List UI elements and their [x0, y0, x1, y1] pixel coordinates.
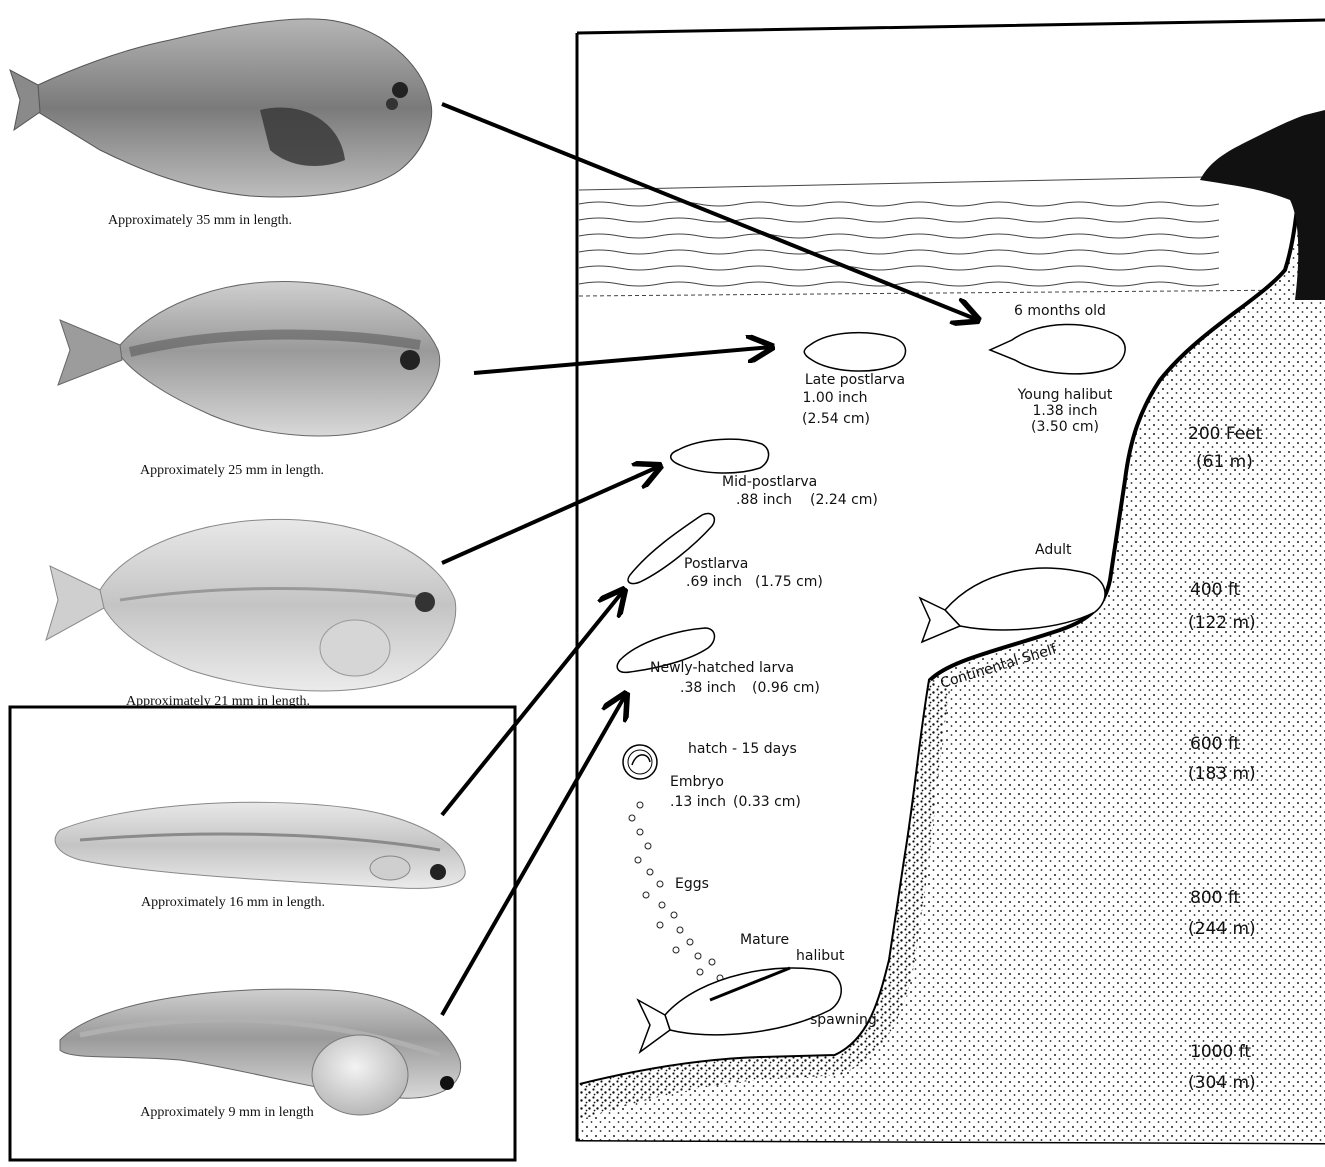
depth-1000-feet: 1000 ft: [1190, 1042, 1251, 1062]
mature-label-1: Mature: [740, 932, 789, 948]
embryo-drawing: [623, 745, 657, 779]
larval-photo-column: Approximately 35 mm in length. Approxima…: [10, 19, 515, 1160]
mid-postlarva-size-in: .88 inch: [736, 492, 792, 508]
postlarva-size-in: .69 inch: [686, 574, 742, 590]
late-postlarva-drawing: [804, 333, 905, 371]
spawning-label: spawning: [810, 1012, 877, 1028]
young-halibut-size-in: 1.38 inch: [1033, 403, 1098, 419]
depth-200-meters: (61 m): [1196, 452, 1253, 472]
mature-label-2: halibut: [796, 948, 845, 964]
arrow-35mm-to-young-halibut: [442, 104, 978, 320]
arrow-25mm-to-late-postlarva: [474, 347, 772, 373]
mid-postlarva-size-cm: (2.24 cm): [810, 492, 878, 508]
newly-hatched-size-in: .38 inch: [680, 680, 736, 696]
fish-photo-9mm: [60, 989, 461, 1115]
mid-postlarva-name: Mid-postlarva: [722, 474, 817, 490]
late-postlarva-name: Late postlarva: [805, 372, 905, 388]
surface-water: [579, 175, 1300, 296]
fish-photo-21mm: [46, 519, 456, 691]
adult-label: Adult: [1035, 542, 1072, 558]
newly-hatched-name: Newly-hatched larva: [650, 660, 794, 676]
fish-photo-16mm: [55, 802, 465, 888]
late-postlarva-size-cm: (2.54 cm): [802, 411, 870, 427]
embryo-size-cm: (0.33 cm): [733, 794, 801, 810]
coastal-vegetation: [1200, 110, 1325, 300]
fish-photo-25mm: [58, 282, 440, 436]
late-postlarva-size-in: 1.00 inch: [803, 390, 868, 406]
depth-400-feet: 400 ft: [1190, 580, 1241, 600]
depth-800-feet: 800 ft: [1190, 888, 1241, 908]
eggs-label: Eggs: [675, 876, 709, 892]
mature-halibut-drawing: [638, 968, 841, 1052]
arrow-9mm-to-newly-hatched: [442, 694, 626, 1015]
mid-postlarva-drawing: [671, 439, 769, 473]
depth-1000-meters: (304 m): [1188, 1073, 1256, 1093]
embryo-name: Embryo: [670, 774, 724, 790]
arrow-16mm-to-postlarva: [442, 590, 624, 815]
caption-35mm: Approximately 35 mm in length.: [108, 213, 292, 228]
depth-200-feet: 200 Feet: [1188, 424, 1263, 444]
arrow-21mm-to-mid-postlarva: [442, 466, 660, 563]
hatch-label: hatch - 15 days: [688, 741, 797, 757]
egg-bubbles: [629, 802, 733, 993]
ocean-cross-section: 6 months old Young halibut 1.38 inch (3.…: [577, 20, 1325, 1143]
caption-9mm: Approximately 9 mm in length: [140, 1105, 313, 1120]
depth-400-meters: (122 m): [1188, 613, 1256, 633]
depth-600-meters: (183 m): [1188, 764, 1256, 784]
depth-800-meters: (244 m): [1188, 919, 1256, 939]
young-halibut-drawing: [990, 324, 1125, 373]
newly-hatched-size-cm: (0.96 cm): [752, 680, 820, 696]
fish-photo-35mm: [10, 19, 432, 197]
young-halibut-size-cm: (3.50 cm): [1031, 419, 1099, 435]
embryo-size-in: .13 inch: [670, 794, 726, 810]
six-months-label: 6 months old: [1014, 303, 1106, 319]
postlarva-size-cm: (1.75 cm): [755, 574, 823, 590]
depth-600-feet: 600 ft: [1190, 734, 1241, 754]
postlarva-name: Postlarva: [684, 556, 748, 572]
caption-25mm: Approximately 25 mm in length.: [140, 463, 324, 478]
young-halibut-name: Young halibut: [1017, 387, 1113, 403]
caption-16mm: Approximately 16 mm in length.: [141, 895, 325, 910]
